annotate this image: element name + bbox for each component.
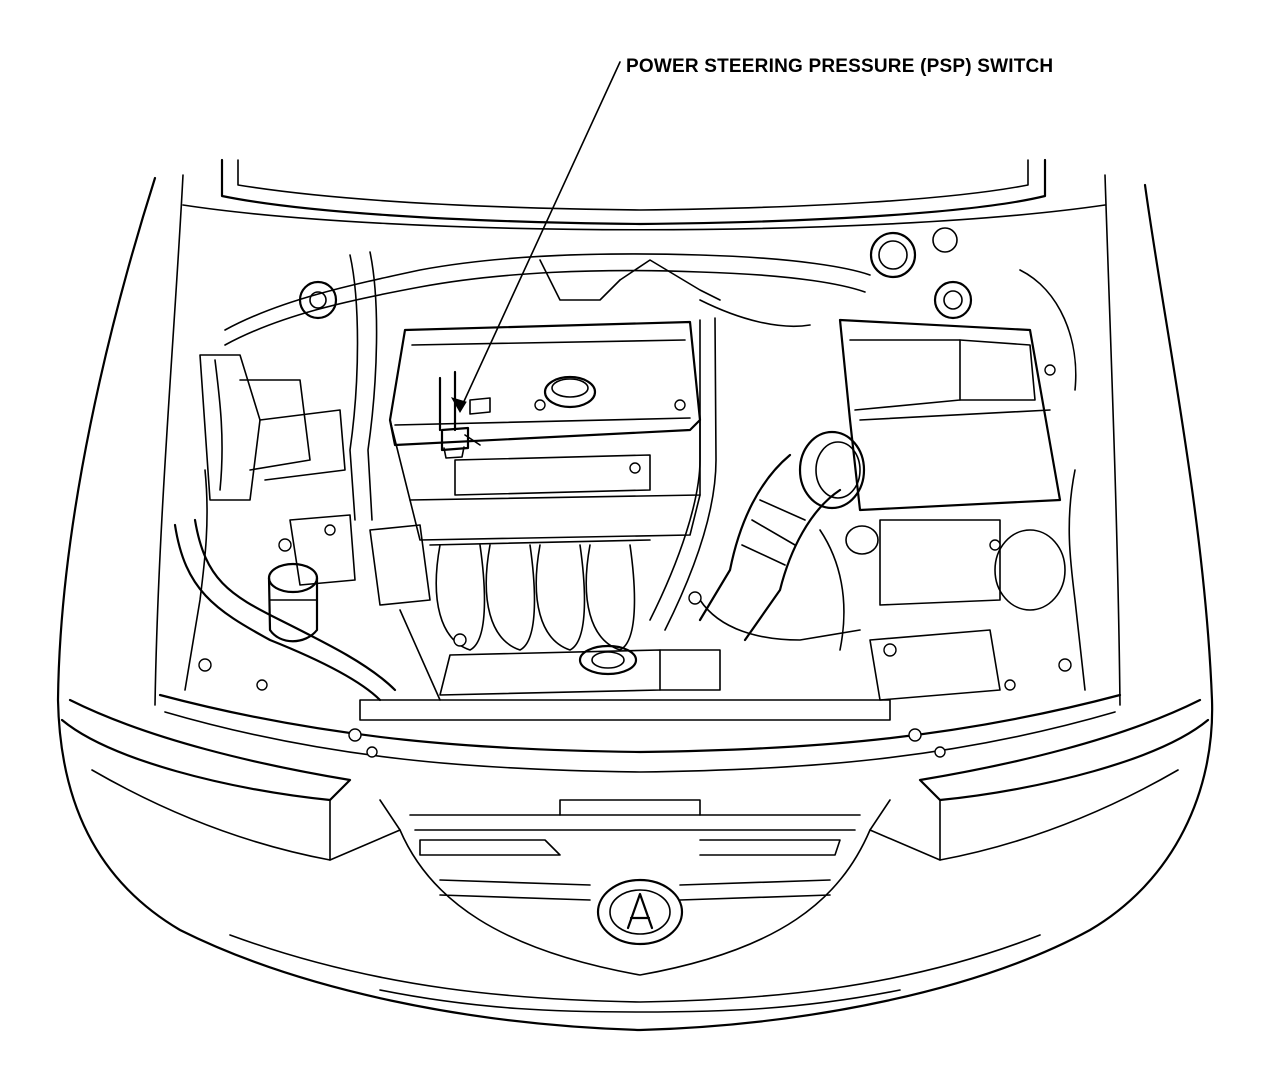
radiator-support [184, 469, 1086, 758]
car-body-outline [56, 158, 1214, 1032]
air-intake [698, 227, 1077, 701]
left-components [173, 280, 467, 702]
engine-cover [388, 320, 702, 696]
radiator-cap-area [578, 591, 861, 691]
psp-switch-callout-label: POWER STEERING PRESSURE (PSP) SWITCH [626, 56, 1054, 77]
hoses-upper [224, 251, 871, 631]
callout-leader [450, 61, 621, 413]
